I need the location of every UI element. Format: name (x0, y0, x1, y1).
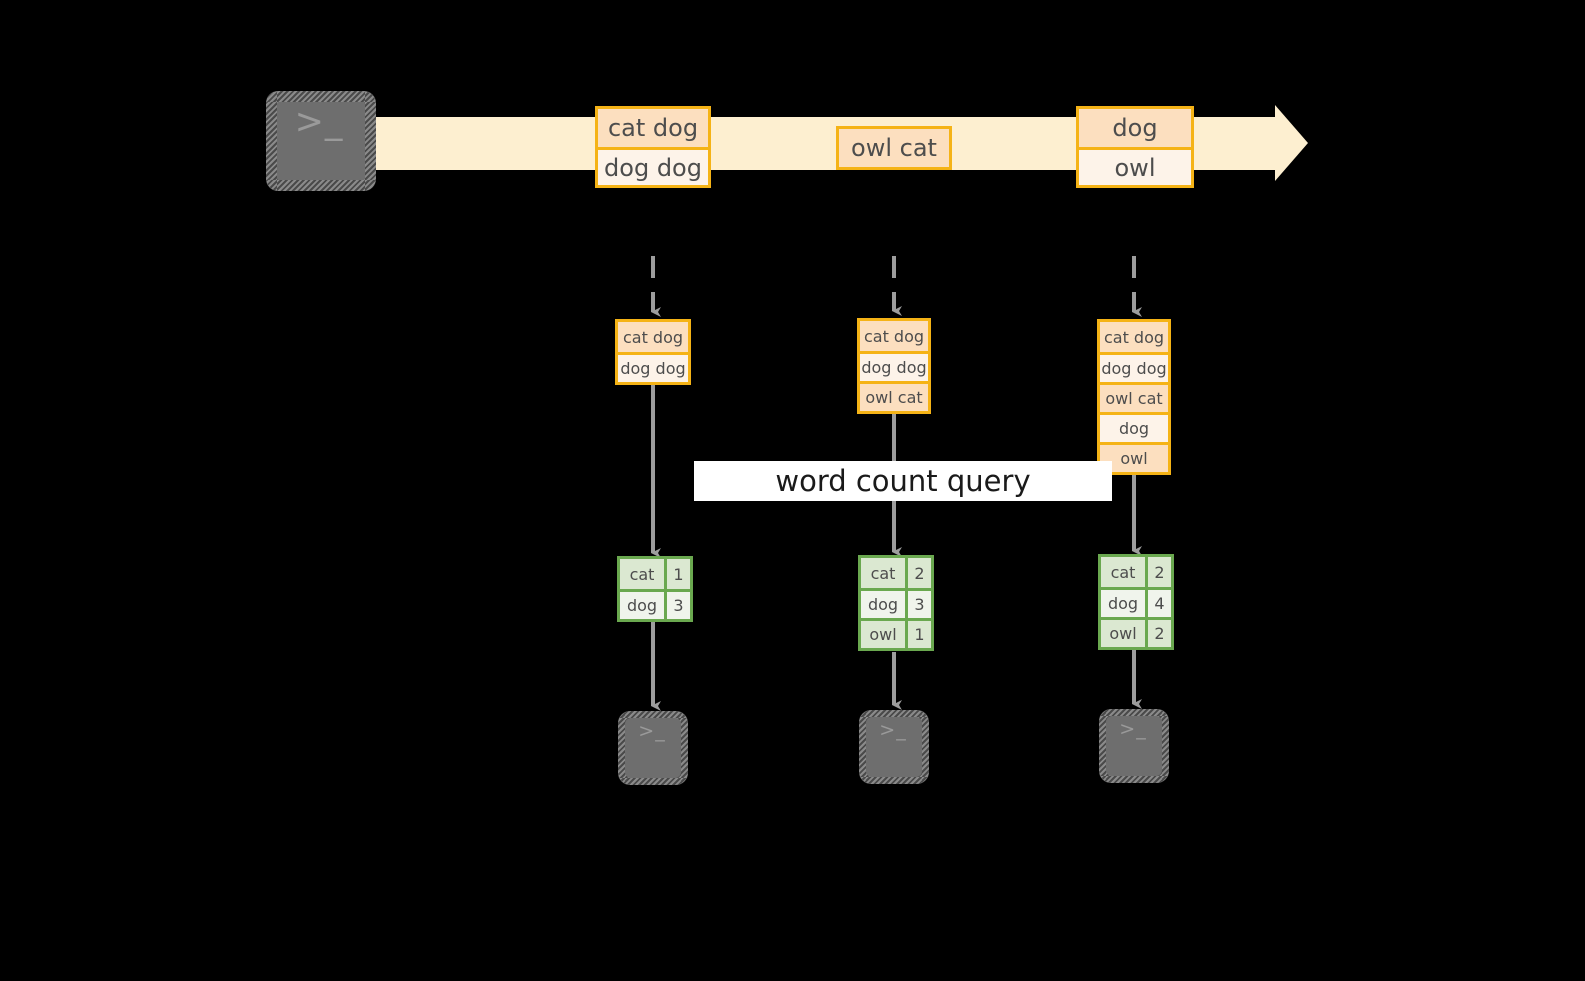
stack-row: dog dog (860, 351, 928, 381)
word-count-table-col2: cat 2 dog 3 owl 1 (858, 555, 934, 651)
word-count-table-col3: cat 2 dog 4 owl 2 (1098, 554, 1174, 650)
count-cell: 3 (905, 591, 931, 618)
word-cell: dog (620, 592, 664, 619)
stack-row: cat dog (618, 322, 688, 352)
stack-row: dog (1100, 412, 1168, 442)
accumulated-stack-col2: cat dog dog dog owl cat (857, 318, 931, 414)
word-cell: dog (1101, 590, 1145, 617)
count-cell: 2 (905, 558, 931, 588)
sink-terminal-col2[interactable]: >_ (859, 710, 929, 784)
count-cell: 1 (664, 559, 690, 589)
stack-row: cat dog (1100, 322, 1168, 352)
word-cell: cat (620, 559, 664, 589)
stream-event-box-3[interactable]: dog owl (1076, 106, 1194, 188)
table-row: cat 2 (861, 558, 931, 588)
terminal-screen (625, 718, 681, 778)
table-row: owl 2 (1101, 617, 1171, 647)
accumulated-stack-col3: cat dog dog dog owl cat dog owl (1097, 319, 1171, 475)
word-cell: dog (861, 591, 905, 618)
word-cell: cat (861, 558, 905, 588)
sink-terminal-col1[interactable]: >_ (618, 711, 688, 785)
table-row: owl 1 (861, 618, 931, 648)
word-count-table-col1: cat 1 dog 3 (617, 556, 693, 622)
terminal-prompt-icon: >_ (1119, 718, 1147, 740)
stream-event-box-2[interactable]: owl cat (836, 126, 952, 170)
stack-row: owl cat (1100, 382, 1168, 412)
query-label: word count query (694, 461, 1112, 501)
stack-row: cat dog (860, 321, 928, 351)
sink-terminal-col3[interactable]: >_ (1099, 709, 1169, 783)
source-terminal[interactable]: >_ (266, 91, 376, 191)
stream-event-line: owl cat (839, 129, 949, 167)
stack-row: owl cat (860, 381, 928, 411)
word-cell: owl (861, 621, 905, 648)
stream-event-line: dog dog (598, 147, 708, 185)
terminal-prompt-icon: >_ (879, 719, 907, 741)
stream-event-line: cat dog (598, 109, 708, 147)
accumulated-stack-col1: cat dog dog dog (615, 319, 691, 385)
count-cell: 1 (905, 621, 931, 648)
count-cell: 2 (1145, 557, 1171, 587)
stack-row: dog dog (618, 352, 688, 382)
terminal-screen (277, 102, 365, 180)
stack-row: owl (1100, 442, 1168, 472)
stream-event-line: dog (1079, 109, 1191, 147)
terminal-prompt-icon: >_ (294, 102, 344, 142)
stack-row: dog dog (1100, 352, 1168, 382)
count-cell: 4 (1145, 590, 1171, 617)
table-row: dog 3 (620, 589, 690, 619)
table-row: dog 3 (861, 588, 931, 618)
table-row: dog 4 (1101, 587, 1171, 617)
count-cell: 3 (664, 592, 690, 619)
word-cell: owl (1101, 620, 1145, 647)
stream-event-line: owl (1079, 147, 1191, 185)
terminal-prompt-icon: >_ (638, 720, 666, 742)
terminal-screen (866, 717, 922, 777)
stream-event-box-1[interactable]: cat dog dog dog (595, 106, 711, 188)
word-cell: cat (1101, 557, 1145, 587)
table-row: cat 1 (620, 559, 690, 589)
stream-arrow-head (1275, 105, 1308, 181)
table-row: cat 2 (1101, 557, 1171, 587)
terminal-screen (1106, 716, 1162, 776)
count-cell: 2 (1145, 620, 1171, 647)
